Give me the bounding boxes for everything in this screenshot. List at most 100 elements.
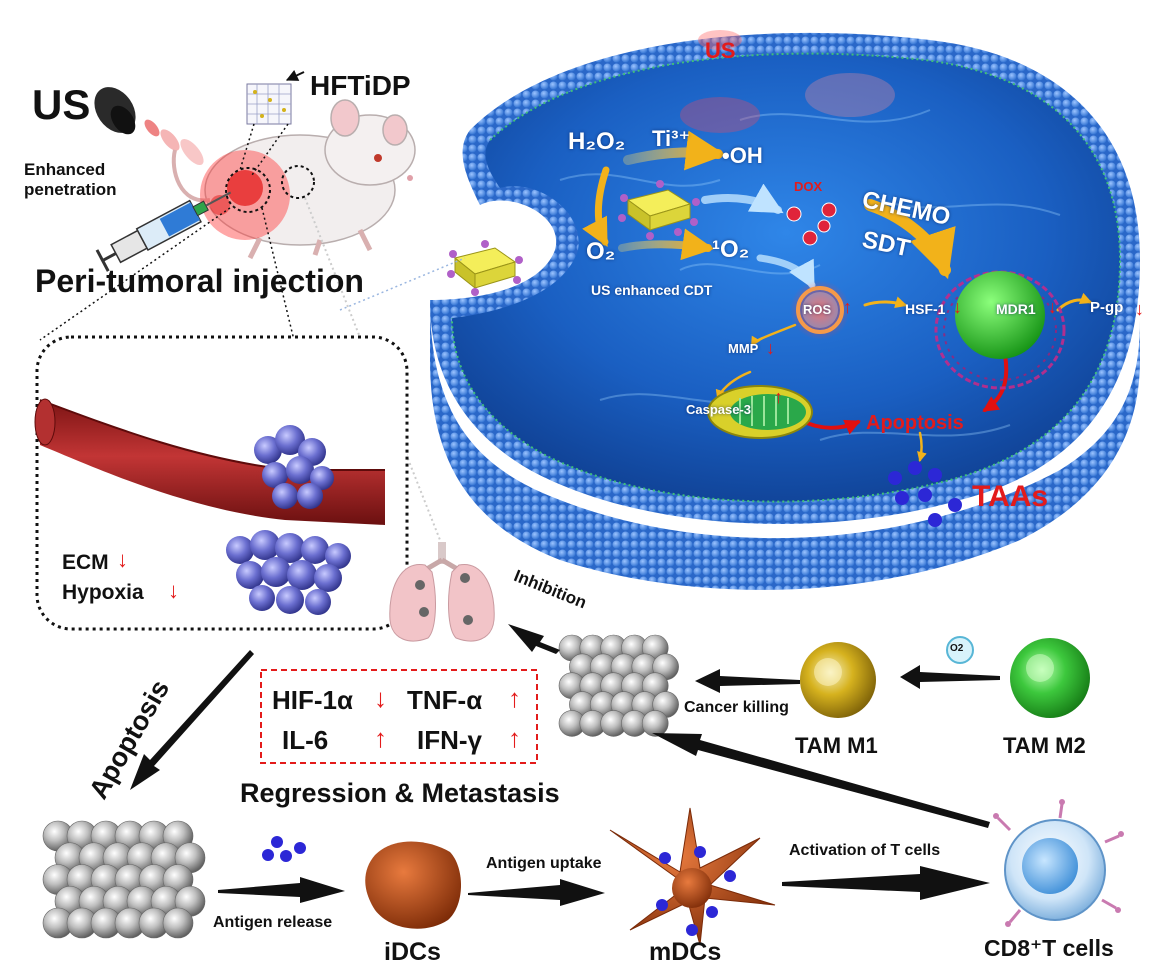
cell-side-wall bbox=[430, 300, 1140, 590]
arrow-ros-mmp bbox=[750, 323, 797, 347]
regression-metastasis-label: Regression & Metastasis bbox=[240, 778, 560, 808]
ros-burst-icon bbox=[790, 280, 850, 340]
idc-cell bbox=[365, 841, 462, 929]
oh-label: •OH bbox=[722, 143, 763, 168]
arrow-apoptosis-taas bbox=[917, 431, 927, 462]
up-arrow-il6: ↑ bbox=[374, 723, 387, 753]
dox-label: DOX bbox=[794, 179, 823, 194]
dox-molecules bbox=[786, 202, 837, 246]
tumor-site-marker bbox=[225, 167, 271, 213]
tumor-cell-ball bbox=[641, 710, 669, 737]
tam-m1-label: TAM M1 bbox=[795, 733, 878, 758]
down-arrow-mmp: ↓ bbox=[766, 338, 775, 358]
singlet-o2-label: ¹O₂ bbox=[712, 236, 750, 263]
mdc-cell bbox=[609, 807, 776, 946]
arrow-antigen-release bbox=[218, 877, 345, 903]
down-arrow-hsf1: ↓ bbox=[953, 297, 962, 317]
arrow-t-activation bbox=[782, 866, 990, 900]
arrow-antigen-uptake bbox=[468, 879, 605, 906]
antigen-particles bbox=[262, 836, 306, 862]
arrow-chemo-sdt bbox=[864, 199, 956, 280]
hftidp-mesh-icon bbox=[246, 83, 292, 125]
ifn-label: IFN-γ bbox=[417, 725, 482, 755]
zoom-lines bbox=[39, 123, 301, 366]
down-arrow-hif: ↓ bbox=[374, 683, 387, 713]
up-arrow-caspase3: ↑ bbox=[774, 387, 783, 407]
ultrasound-waves bbox=[144, 119, 204, 166]
down-arrow-pgp: ↓ bbox=[1135, 299, 1144, 319]
cd8-t-cell bbox=[993, 799, 1124, 927]
cytokine-box bbox=[260, 669, 538, 764]
black-arrows bbox=[130, 624, 1000, 906]
il6-label: IL-6 bbox=[282, 725, 329, 755]
lung-site-marker bbox=[281, 165, 315, 199]
cd8-t-cells-label: CD8⁺T cells bbox=[984, 935, 1114, 961]
arrow-m1-to-cluster bbox=[695, 669, 800, 693]
peri-tumoral-injection-label: Peri-tumoral injection bbox=[35, 263, 364, 299]
tumor-cluster bbox=[42, 820, 206, 939]
taas-label: TAAs bbox=[972, 480, 1049, 513]
arrow-tcell-to-cluster bbox=[652, 733, 990, 828]
hftidp-label: HFTiDP bbox=[310, 70, 411, 101]
tam-m1-cell bbox=[800, 642, 876, 718]
tumor-cluster bbox=[254, 425, 334, 509]
down-arrow-mdr1: ↓ bbox=[1048, 297, 1057, 317]
lung-icon bbox=[389, 542, 495, 642]
arrow-nucleus-apoptosis bbox=[982, 353, 1009, 412]
cell-cytoplasm bbox=[452, 53, 1120, 502]
mouse-icon bbox=[171, 99, 416, 260]
us-label: US bbox=[32, 81, 91, 128]
tam-m2-label: TAM M2 bbox=[1003, 733, 1086, 758]
arrow-o2-to-singlet bbox=[618, 228, 715, 261]
arrow-cluster-to-lung bbox=[508, 624, 560, 654]
down-arrow-ecm: ↓ bbox=[117, 547, 128, 572]
up-arrow-ifn: ↑ bbox=[508, 723, 521, 753]
nanosheet-icon bbox=[447, 240, 523, 296]
caspase3-label: Caspase-3 bbox=[686, 402, 752, 417]
mdcs-label: mDCs bbox=[649, 938, 722, 966]
golgi-icon bbox=[805, 73, 895, 117]
organelle-blob bbox=[680, 97, 760, 133]
hypoxia-label: Hypoxia bbox=[62, 581, 144, 604]
nucleus-icon bbox=[934, 270, 1066, 390]
ultrasound-probe-icon bbox=[94, 87, 136, 135]
idcs-label: iDCs bbox=[384, 938, 441, 966]
lung-zoom-line bbox=[304, 197, 441, 541]
tumor-cell bbox=[430, 30, 1140, 590]
activation-t-cells-label: Activation of T cells bbox=[789, 842, 941, 859]
taa-particles bbox=[888, 461, 962, 527]
arrow-apoptosis bbox=[130, 650, 254, 790]
arrow-h2o2-to-o2 bbox=[582, 166, 610, 247]
nanosheet-icon bbox=[618, 180, 700, 240]
arrow-hftidp bbox=[285, 69, 305, 81]
up-arrow-ros: ↑ bbox=[843, 297, 852, 317]
up-arrow-tnf: ↑ bbox=[508, 683, 521, 713]
us-cell-label: US bbox=[705, 38, 736, 63]
tumor-cell-ball bbox=[162, 907, 194, 939]
o2-bubble-label: O2 bbox=[950, 643, 964, 654]
arrow-ros-hsf bbox=[863, 296, 908, 308]
mmp-label: MMP bbox=[728, 341, 759, 356]
mdr1-label: MDR1 bbox=[996, 301, 1036, 317]
arrow-release-dox bbox=[701, 183, 784, 214]
o2-label: O₂ bbox=[586, 238, 616, 265]
h2o2-label: H₂O₂ bbox=[568, 128, 626, 155]
tumor-cluster bbox=[558, 634, 679, 737]
tam-m2-cell bbox=[1010, 638, 1090, 718]
arrow-h2o2-to-oh bbox=[623, 130, 726, 171]
enhanced-penetration-label: Enhanced penetration bbox=[24, 160, 117, 200]
mitochondria-icon bbox=[707, 385, 813, 439]
apoptosis-cell-label: Apoptosis bbox=[866, 412, 964, 434]
antigen-uptake-label: Antigen uptake bbox=[486, 855, 602, 872]
ti3-label: Ti³⁺ bbox=[652, 126, 691, 151]
syringe-icon bbox=[95, 191, 232, 272]
ultrasound-glow bbox=[698, 30, 742, 50]
pgp-label: P-gp bbox=[1090, 299, 1124, 316]
tnf-label: TNF-α bbox=[407, 685, 483, 715]
down-arrow-hypoxia: ↓ bbox=[168, 578, 179, 603]
arrow-m2-to-m1 bbox=[900, 665, 1000, 689]
hif-label: HIF-1α bbox=[272, 685, 353, 715]
o2-bubble-icon bbox=[946, 636, 974, 664]
